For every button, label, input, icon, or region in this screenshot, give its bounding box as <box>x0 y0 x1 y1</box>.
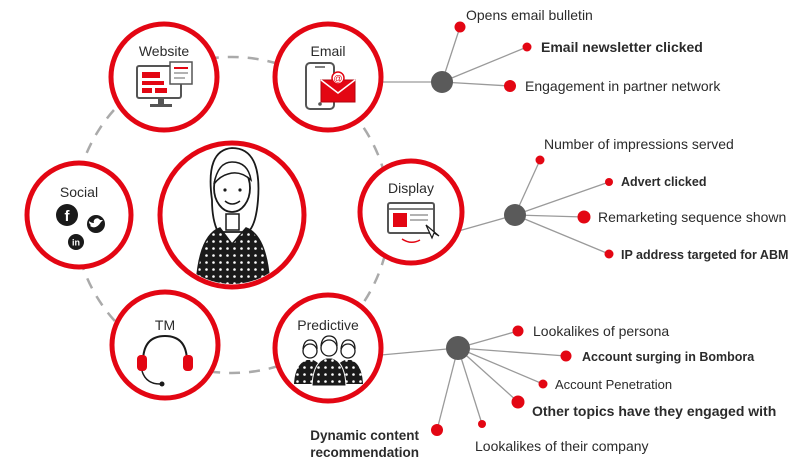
linkedin-icon <box>68 234 84 250</box>
headset-icon <box>137 334 193 387</box>
social-label: Social <box>60 184 98 200</box>
display-advert-icon <box>387 202 440 243</box>
persona-woman-icon <box>195 147 271 284</box>
signal-dots <box>431 21 614 436</box>
group-people-icon <box>294 335 363 387</box>
email-label: Email <box>310 43 345 59</box>
signal-account-surging-bombora: Account surging in Bombora <box>582 350 755 364</box>
signal-impressions-served: Number of impressions served <box>544 136 734 152</box>
phone-email-icon: @ <box>305 62 356 110</box>
website-label: Website <box>139 43 190 59</box>
social-channel-node: Social f in <box>24 160 134 270</box>
display-hub-node <box>504 204 526 226</box>
predictive-hub-node <box>446 336 470 360</box>
signal-lookalikes-persona: Lookalikes of persona <box>533 323 669 339</box>
email-hub-node <box>431 71 453 93</box>
facebook-glyph: f <box>65 208 71 225</box>
signal-ip-address-targeted: IP address targeted for ABM <box>621 248 788 262</box>
signal-lookalikes-company: Lookalikes of their company <box>475 438 649 454</box>
tm-label: TM <box>155 317 175 333</box>
display-label: Display <box>388 180 434 196</box>
website-channel-node: Website <box>108 21 220 133</box>
signal-account-penetration: Account Penetration <box>555 377 672 392</box>
signal-opens-email-bulletin: Opens email bulletin <box>466 7 593 23</box>
social-media-icon: f in <box>56 204 105 250</box>
linkedin-glyph: in <box>72 238 80 248</box>
center-persona-node <box>157 140 307 290</box>
signal-engagement-partner-network: Engagement in partner network <box>525 78 721 94</box>
facebook-icon <box>56 204 78 226</box>
signal-dynamic-content-line1: Dynamic content <box>310 428 419 443</box>
display-channel-node: Display <box>357 158 465 266</box>
predictive-channel-node: Predictive <box>272 292 384 404</box>
predictive-label: Predictive <box>297 317 359 333</box>
desktop-monitor-icon <box>136 61 193 107</box>
signal-advert-clicked: Advert clicked <box>621 175 706 189</box>
signal-other-topics-engaged: Other topics have they engaged with <box>532 403 776 419</box>
signal-email-newsletter-clicked: Email newsletter clicked <box>541 39 703 55</box>
tm-channel-node: TM <box>109 289 221 401</box>
svg-text:@: @ <box>333 74 342 84</box>
signal-remarketing-sequence: Remarketing sequence shown <box>598 209 786 225</box>
signal-dynamic-content-line2: recommendation <box>310 445 419 460</box>
email-channel-node: Email @ <box>272 21 384 133</box>
